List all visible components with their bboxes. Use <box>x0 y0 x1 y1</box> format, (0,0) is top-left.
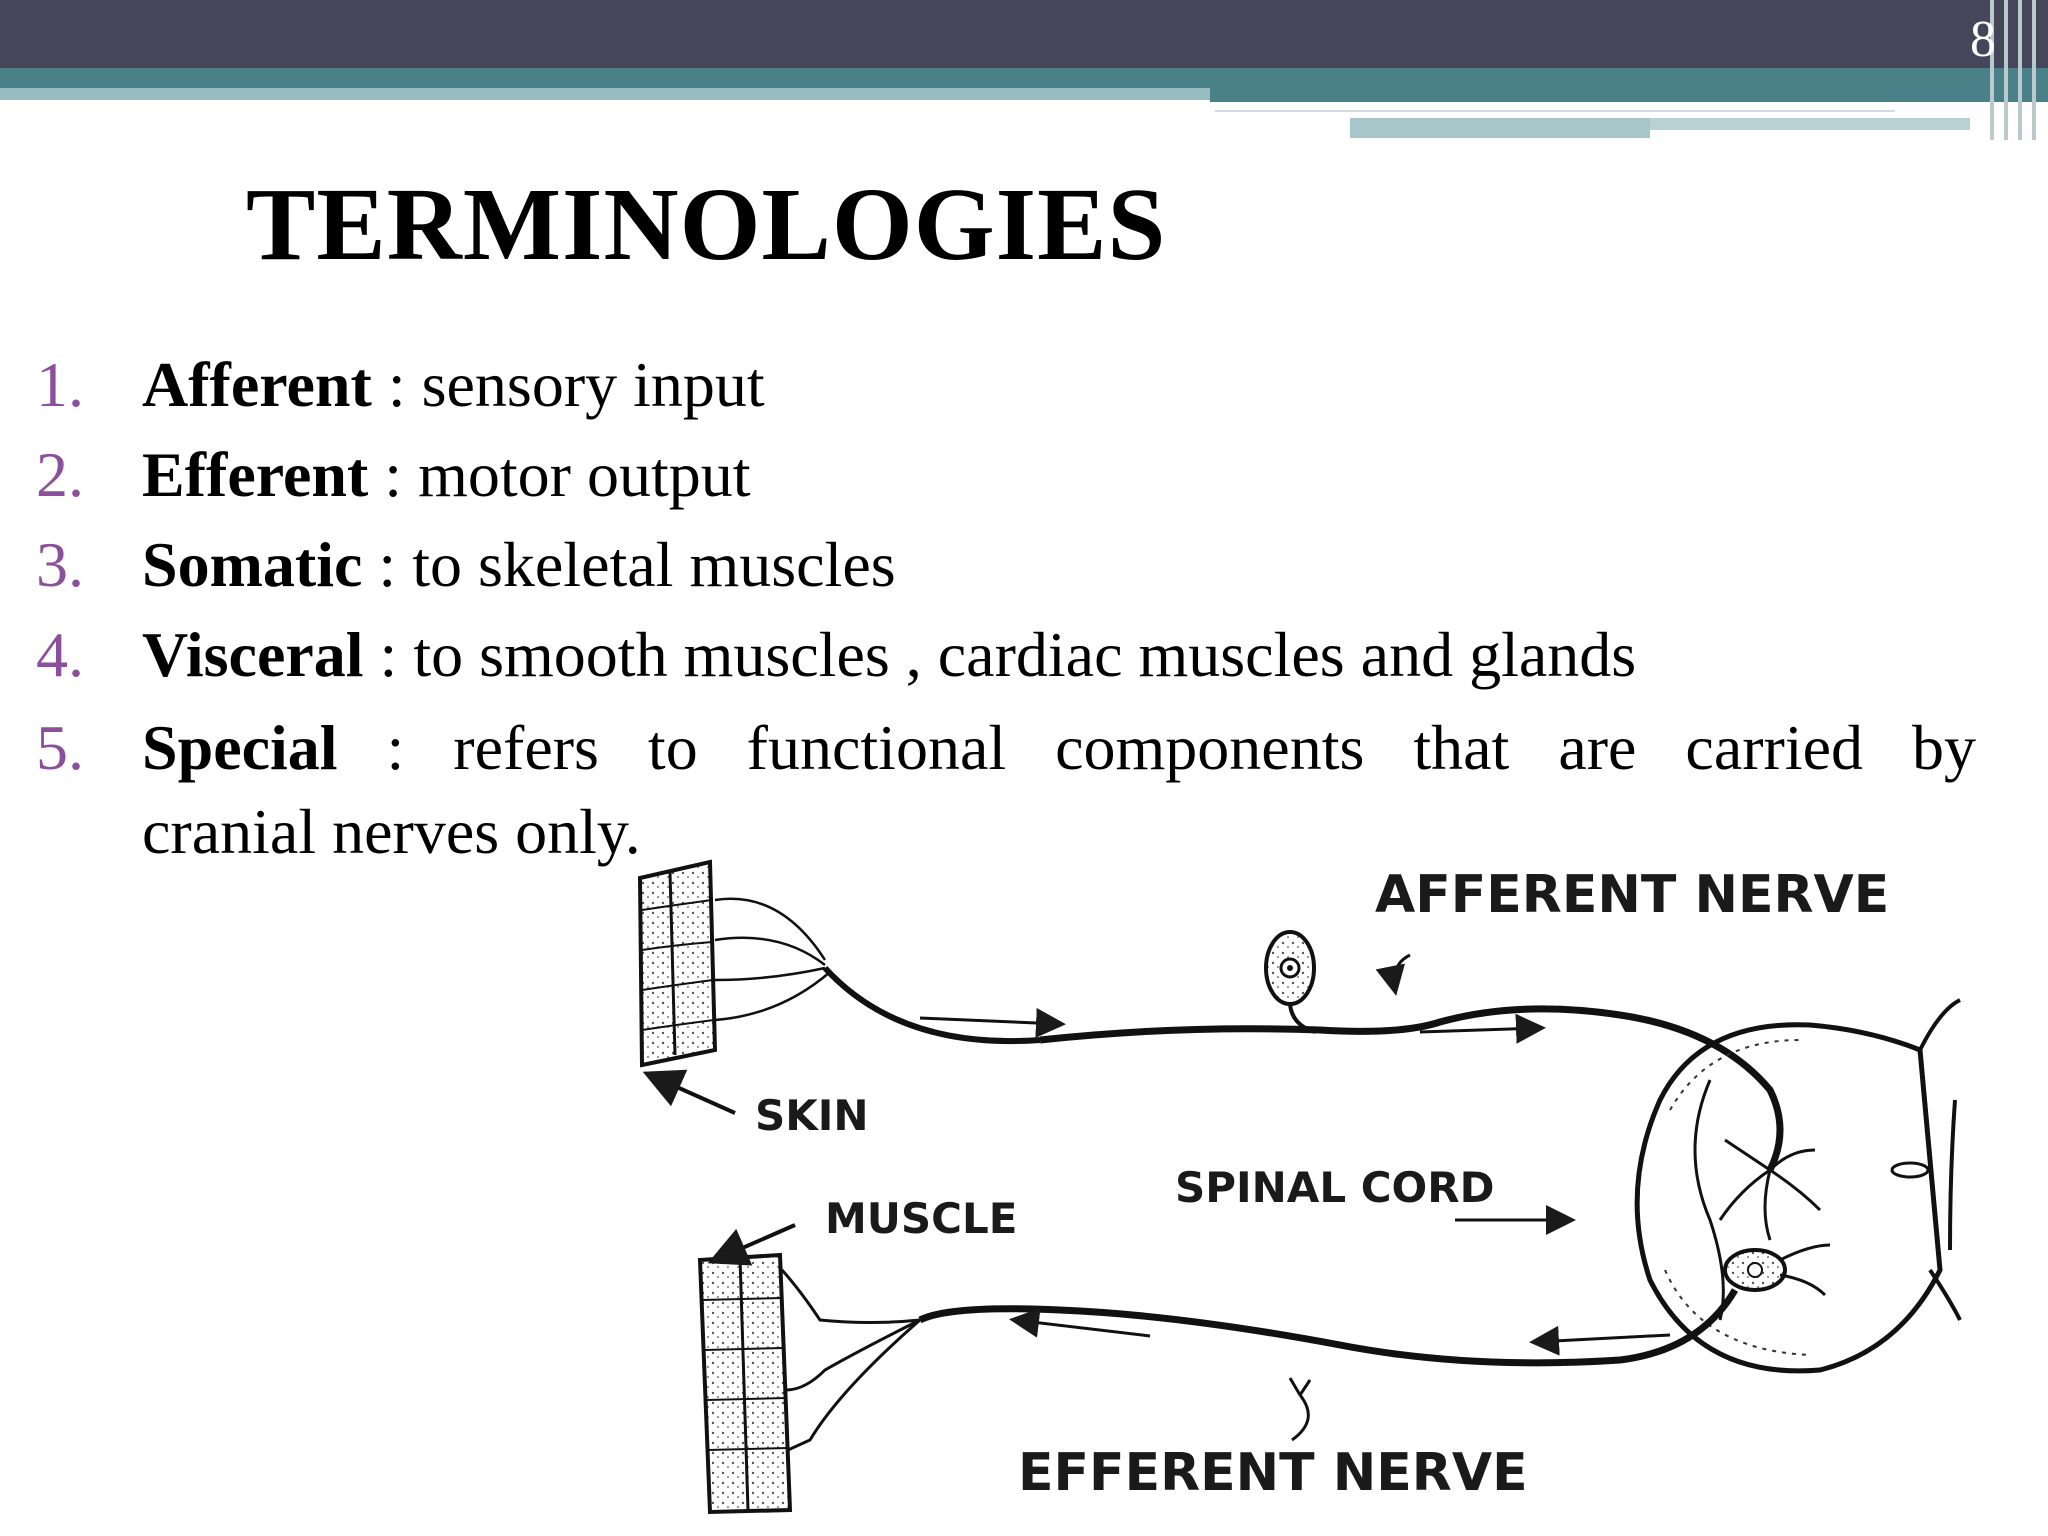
term-line-1: Special : refers to functional component… <box>142 706 1976 790</box>
term-number: 2. <box>36 439 84 510</box>
term-description: refers to functional components that are… <box>453 712 1977 783</box>
term-description: to smooth muscles , cardiac muscles and … <box>413 619 1637 690</box>
term-number: 4. <box>36 619 84 690</box>
afferent-nerve-label: AFFERENT NERVE <box>1375 865 1889 925</box>
reflex-arc-diagram: AFFERENT NERVE SKIN SPINAL CORD MUSCLE E… <box>637 859 1962 1515</box>
term-word: Special <box>142 712 338 783</box>
term-separator: : <box>363 619 414 690</box>
term-word: Efferent <box>142 439 369 510</box>
term-word: Afferent <box>142 349 372 420</box>
term-description: motor output <box>418 439 751 510</box>
term-item-special: 5. Special : refers to functional compon… <box>36 706 1976 874</box>
muscle-tissue <box>697 1252 921 1515</box>
term-word: Visceral <box>142 619 364 690</box>
header-stripe-left <box>0 68 1210 88</box>
spinal-cord-label: SPINAL CORD <box>1175 1163 1494 1212</box>
muscle-label: MUSCLE <box>825 1194 1017 1243</box>
term-number: 3. <box>36 529 84 600</box>
term-separator: : <box>337 712 454 783</box>
muscle-pointer-arrow <box>707 1223 796 1266</box>
term-number: 1. <box>36 349 84 420</box>
term-item-visceral: 4. Visceral : to smooth muscles , cardia… <box>36 610 1976 700</box>
term-item-somatic: 3. Somatic : to skeletal muscles <box>36 520 1976 610</box>
terminology-list: 1. Afferent : sensory input 2. Efferent … <box>36 340 1976 874</box>
afferent-nerve-fiber <box>919 930 1784 1172</box>
term-item-efferent: 2. Efferent : motor output <box>36 430 1976 520</box>
spinal-cord <box>1634 998 1962 1374</box>
skin-pointer-arrow <box>642 1069 736 1115</box>
term-separator: : <box>371 349 422 420</box>
term-number: 5. <box>36 712 84 783</box>
efferent-nerve-fiber <box>918 1288 1739 1442</box>
skin-tissue <box>637 859 1041 1068</box>
term-description: sensory input <box>421 349 765 420</box>
header-band <box>0 0 2048 68</box>
term-description-continued: cranial nerves only. <box>142 796 641 867</box>
header-accent-block-2 <box>1650 118 1970 130</box>
term-item-afferent: 1. Afferent : sensory input <box>36 340 1976 430</box>
term-separator: : <box>368 439 419 510</box>
term-separator: : <box>362 529 413 600</box>
header-stripe-right <box>1210 68 2048 102</box>
header-vertical-bars <box>1980 0 2048 140</box>
header-stripe-left-light <box>0 88 1210 100</box>
term-word: Somatic <box>142 529 363 600</box>
term-description: to skeletal muscles <box>412 529 896 600</box>
skin-label: SKIN <box>755 1091 869 1140</box>
efferent-nerve-label: EFFERENT NERVE <box>1018 1443 1528 1503</box>
header-accent-block <box>1350 118 1650 138</box>
header-thin-line <box>1215 110 1895 118</box>
page-number: 8 <box>1970 11 1996 68</box>
slide-title: TERMINOLOGIES <box>246 167 1167 282</box>
